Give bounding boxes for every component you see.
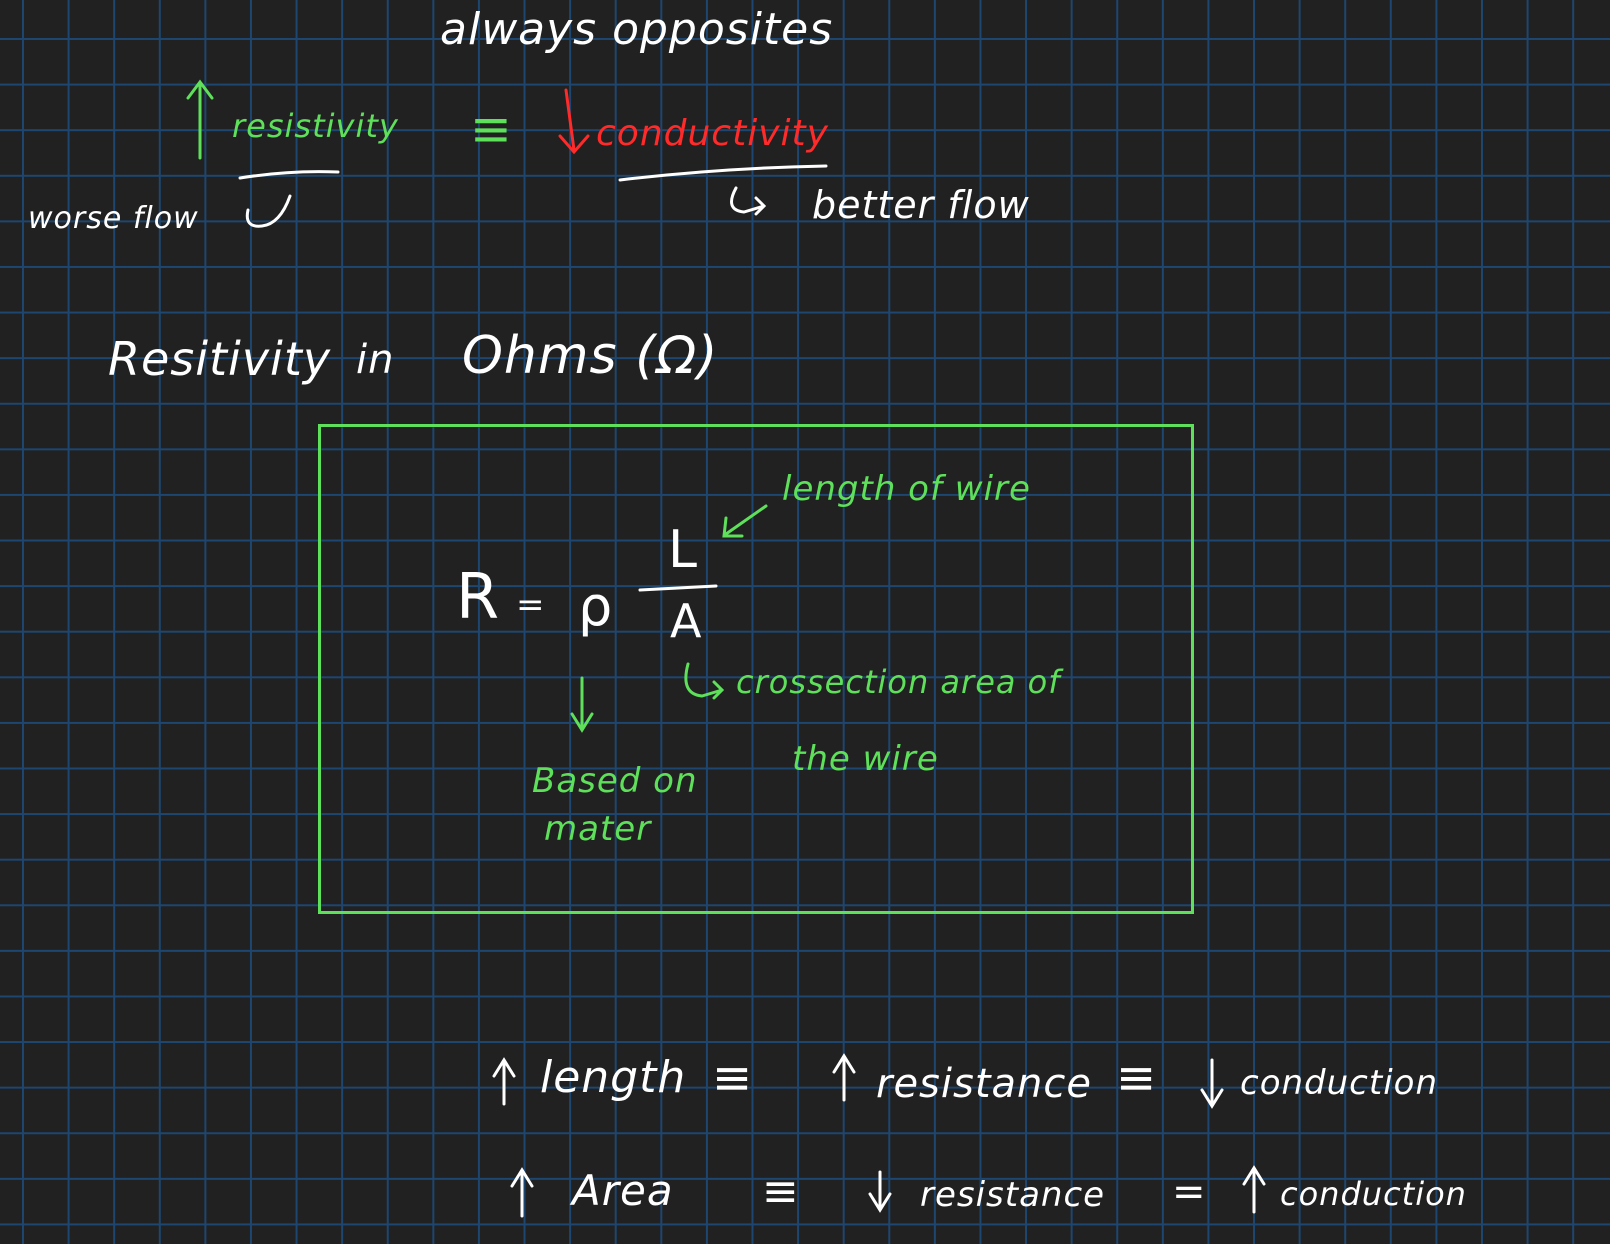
row1-equiv-1: ≡ bbox=[712, 1050, 754, 1106]
pointer-arrow-icon bbox=[722, 504, 768, 538]
worse-flow-label: worse flow bbox=[28, 201, 199, 236]
label-length-of-wire: length of wire bbox=[782, 469, 1031, 509]
up-arrow-icon bbox=[186, 79, 214, 160]
row2-equals: = bbox=[1172, 1169, 1207, 1215]
up-arrow-icon bbox=[832, 1053, 856, 1102]
heading-in: in bbox=[356, 337, 395, 383]
down-arrow-icon bbox=[570, 676, 594, 733]
conductivity-label: conductivity bbox=[596, 113, 829, 154]
label-cross-section-line2: the wire bbox=[792, 739, 939, 779]
better-flow-label: better flow bbox=[812, 183, 1030, 227]
resistivity-label: resistivity bbox=[232, 107, 399, 145]
hook-arrow-icon bbox=[245, 194, 292, 228]
down-arrow-icon bbox=[1200, 1058, 1224, 1109]
fraction-bar bbox=[638, 584, 718, 592]
formula-rho: ρ bbox=[578, 575, 613, 638]
heading-unit: Ohms (Ω) bbox=[462, 326, 719, 386]
formula-numerator: L bbox=[668, 520, 697, 580]
formula-denominator: A bbox=[670, 594, 702, 648]
row1-length: length bbox=[540, 1052, 687, 1103]
down-arrow-icon bbox=[558, 88, 590, 155]
row2-area: Area bbox=[572, 1166, 674, 1215]
row2-resistance: resistance bbox=[920, 1175, 1106, 1215]
underline-resistivity bbox=[238, 170, 340, 180]
heading-resistivity: Resitivity bbox=[108, 332, 332, 386]
row1-resistance: resistance bbox=[876, 1061, 1092, 1107]
up-arrow-icon bbox=[1242, 1165, 1266, 1214]
label-based-on-line1: Based on bbox=[532, 761, 698, 801]
formula-equals: = bbox=[516, 585, 545, 625]
row1-conduction: conduction bbox=[1240, 1063, 1438, 1103]
caption-always-opposites: always opposites bbox=[440, 4, 834, 55]
hook-arrow-icon bbox=[730, 186, 767, 216]
label-cross-section-line1: crossection area of bbox=[736, 663, 1061, 701]
up-arrow-icon bbox=[492, 1057, 516, 1106]
hook-arrow-icon bbox=[684, 662, 725, 700]
row2-equiv: ≡ bbox=[762, 1166, 800, 1217]
formula-box bbox=[318, 424, 1194, 914]
label-based-on-line2: mater bbox=[544, 809, 652, 849]
row2-conduction: conduction bbox=[1280, 1175, 1467, 1213]
underline-conductivity bbox=[618, 164, 828, 182]
row1-equiv-2: ≡ bbox=[1116, 1050, 1158, 1106]
formula-lhs: R bbox=[456, 560, 500, 633]
up-arrow-icon bbox=[510, 1167, 534, 1218]
down-arrow-icon bbox=[868, 1170, 892, 1213]
equivalence-sign: ≡ bbox=[470, 100, 513, 158]
